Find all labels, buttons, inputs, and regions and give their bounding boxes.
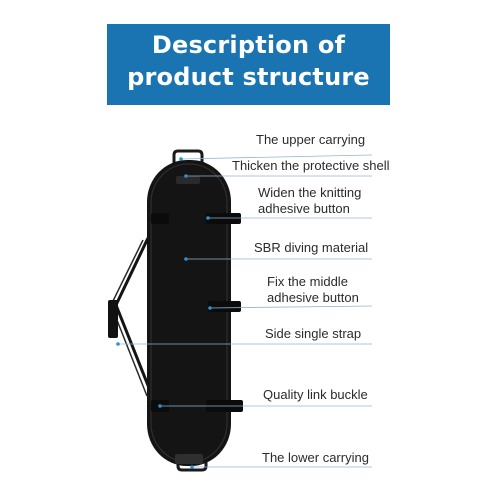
- title-banner: Description of product structure: [107, 24, 390, 116]
- label-middle-button-line-2: adhesive button: [267, 290, 359, 305]
- leader-dots: [116, 157, 212, 469]
- label-knitting-line-1: Widen the knitting: [258, 185, 362, 200]
- title-line-1: Description of: [151, 31, 346, 59]
- label-protective-shell: Thicken the protective shell: [232, 158, 390, 173]
- label-knitting-line-2: adhesive button: [258, 201, 350, 216]
- label-link-buckle: Quality link buckle: [263, 387, 368, 402]
- strap-buckle: [108, 300, 118, 338]
- side-strap: [108, 237, 155, 399]
- title-line-2: product structure: [127, 63, 370, 91]
- label-side-strap: Side single strap: [265, 326, 362, 341]
- leader-lines: [118, 154, 373, 468]
- label-middle-button-line-1: Fix the middle: [267, 274, 348, 289]
- lower-handle: [176, 458, 208, 472]
- bag-body: [147, 160, 231, 466]
- top-logo-patch: [176, 176, 200, 184]
- label-upper-carrying: The upper carrying: [256, 132, 366, 147]
- label-lower-carrying: The lower carrying: [262, 450, 369, 465]
- label-sbr-material: SBR diving material: [254, 240, 369, 255]
- banner-dot: [347, 112, 351, 116]
- bottom-logo-patch: [175, 454, 203, 464]
- bag-buttons: [151, 213, 243, 412]
- upper-handle: [172, 149, 204, 168]
